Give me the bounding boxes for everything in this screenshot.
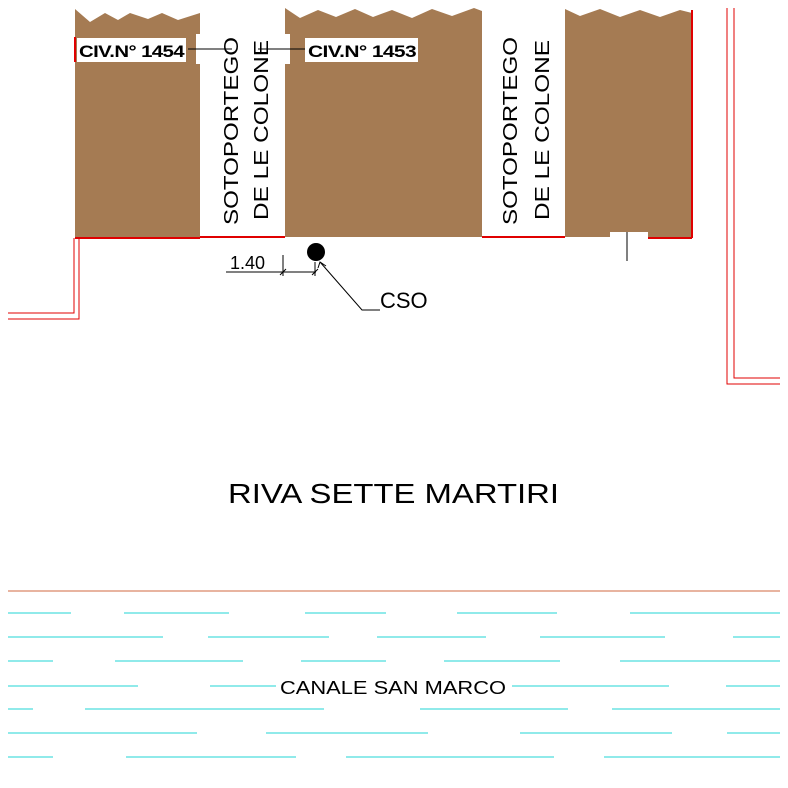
frontage-red-lines xyxy=(74,10,693,239)
civic-number-1453: CIV.N° 1453 xyxy=(305,38,418,62)
cso-leader xyxy=(317,261,380,311)
right-boundary-line xyxy=(726,8,780,385)
svg-text:SOTOPORTEGO: SOTOPORTEGO xyxy=(221,37,243,225)
street-name: RIVA SETTE MARTIRI xyxy=(228,478,559,509)
cso-marker xyxy=(307,243,325,261)
left-boundary-line xyxy=(8,238,80,320)
svg-text:DE LE COLONE: DE LE COLONE xyxy=(532,40,554,220)
svg-text:SOTOPORTEGO: SOTOPORTEGO xyxy=(500,37,522,225)
svg-text:CIV.N° 1454: CIV.N° 1454 xyxy=(79,42,185,61)
svg-text:DE LE COLONE: DE LE COLONE xyxy=(251,40,273,220)
civic-number-1454: CIV.N° 1454 xyxy=(77,38,186,62)
dimension-annotation xyxy=(226,255,319,276)
passage-label-2: SOTOPORTEGO DE LE COLONE xyxy=(500,37,554,225)
building-block-right xyxy=(565,9,692,237)
building-block-left xyxy=(75,9,200,237)
building-blocks xyxy=(75,8,692,237)
svg-text:CIV.N° 1453: CIV.N° 1453 xyxy=(308,42,416,61)
passage-label-1: SOTOPORTEGO DE LE COLONE xyxy=(221,37,273,225)
water-hatching xyxy=(8,612,780,758)
canal-name: CANALE SAN MARCO xyxy=(280,678,506,698)
cso-label: CSO xyxy=(380,288,428,313)
dimension-label: 1.40 xyxy=(230,253,265,273)
building-block-center xyxy=(285,8,482,237)
